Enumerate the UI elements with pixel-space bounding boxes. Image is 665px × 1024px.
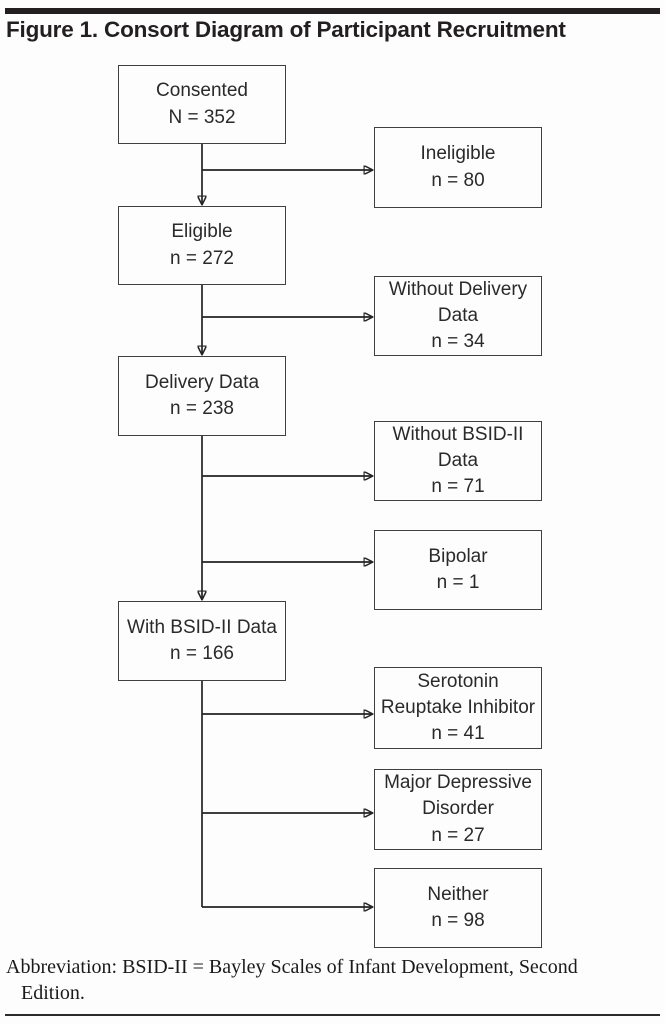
box-without-delivery-data-label-1: Without Delivery <box>388 278 528 300</box>
box-bipolar-label: Bipolar <box>428 545 488 567</box>
box-bipolar: Bipolar n = 1 <box>374 530 542 610</box>
box-without-bsid-data-label-2: Data <box>437 449 479 471</box>
box-serotonin-reuptake-inhibitor: Serotonin Reuptake Inhibitor n = 41 <box>374 667 542 749</box>
box-delivery-data: Delivery Data n = 238 <box>118 356 286 436</box>
box-without-bsid-data-count: n = 71 <box>431 476 485 498</box>
box-mdd-label-2: Disorder <box>422 798 494 820</box>
abbreviation-footnote-line1: Abbreviation: BSID-II = Bayley Scales of… <box>6 956 578 978</box>
bottom-rule <box>5 1014 660 1016</box>
box-ineligible-label: Ineligible <box>420 143 496 165</box>
box-without-delivery-data-count: n = 34 <box>431 331 485 353</box>
box-consented-count: N = 352 <box>168 106 236 128</box>
box-major-depressive-disorder: Major Depressive Disorder n = 27 <box>374 769 542 850</box>
box-eligible-label: Eligible <box>171 221 233 243</box>
box-mdd-count: n = 27 <box>431 824 485 846</box>
box-consented: Consented N = 352 <box>118 65 286 144</box>
box-sri-label-1: Serotonin <box>417 670 499 692</box>
box-consented-label: Consented <box>156 80 248 102</box>
box-neither-label: Neither <box>427 883 489 905</box>
box-with-bsid-data: With BSID-II Data n = 166 <box>118 601 286 681</box>
box-eligible: Eligible n = 272 <box>118 206 286 285</box>
box-mdd-label-1: Major Depressive <box>384 772 532 794</box>
box-neither-count: n = 98 <box>431 910 485 931</box>
box-delivery-data-count: n = 238 <box>170 398 234 419</box>
box-without-bsid-data-label-1: Without BSID-II <box>392 423 524 445</box>
box-with-bsid-data-count: n = 166 <box>170 643 234 664</box>
box-bipolar-count: n = 1 <box>436 572 480 593</box>
top-rule <box>5 8 660 14</box>
abbreviation-footnote-line2: Edition. <box>21 982 85 1004</box>
box-without-delivery-data-label-2: Data <box>437 304 479 326</box>
box-with-bsid-data-label: With BSID-II Data <box>127 616 277 638</box>
box-without-bsid-data: Without BSID-II Data n = 71 <box>374 421 542 501</box>
box-ineligible-count: n = 80 <box>431 169 485 191</box>
box-ineligible: Ineligible n = 80 <box>374 127 542 208</box>
abbreviation-footnote: Abbreviation: BSID-II = Bayley Scales of… <box>6 954 661 1006</box>
box-delivery-data-label: Delivery Data <box>144 371 260 393</box>
box-without-delivery-data: Without Delivery Data n = 34 <box>374 276 542 356</box>
box-neither: Neither n = 98 <box>374 868 542 948</box>
box-eligible-count: n = 272 <box>170 247 234 269</box>
box-sri-count: n = 41 <box>431 723 485 745</box>
box-sri-label-2: Reuptake Inhibitor <box>380 696 536 718</box>
figure-title: Figure 1. Consort Diagram of Participant… <box>6 17 566 42</box>
